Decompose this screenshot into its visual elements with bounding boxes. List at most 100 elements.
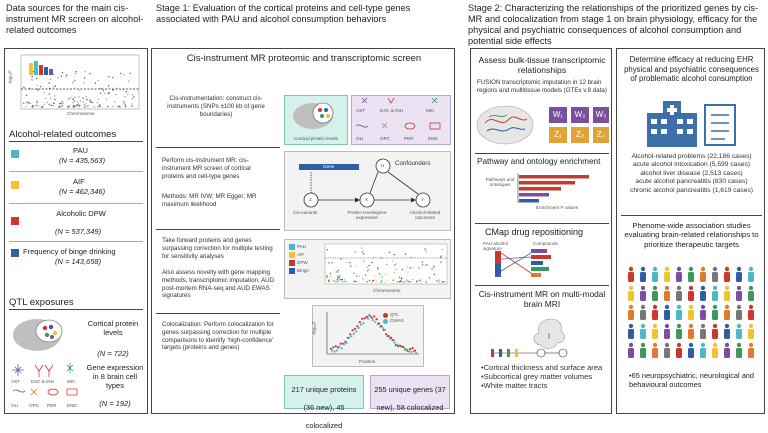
manhattan-point [53,102,56,105]
manhattan-point [122,88,125,91]
mri-bullet-3: White matter tracts [481,381,609,390]
legend-aif-swatch [289,252,295,258]
sensitivity-point [426,264,428,266]
coloc-qtl-label: QTL [390,312,399,317]
manhattan-point [74,96,76,98]
sensitivity-point [361,277,364,280]
node-u [375,158,391,174]
person-icon [640,323,646,339]
result-proteins: 217 unique proteins (36 new), 45 colocal… [284,375,364,430]
coloc-point [392,339,395,342]
plot-legend: PAU AIF DPW Binge [289,244,309,274]
sensitivity-point [416,280,418,282]
magnifier-lens [312,102,334,124]
person-icon [628,285,634,301]
legend-binge: Binge [289,268,309,274]
manhattan-point [60,106,62,108]
coloc-point [385,333,388,336]
manhattan-point [61,104,63,107]
manhattan-point [94,82,97,84]
manhattan-point [53,86,55,88]
sensitivity-point [368,264,370,267]
sensitivity-point [421,261,424,263]
manhattan-point [86,98,88,101]
sensitivity-point [353,272,355,274]
celltype-exc-inh: EXC & INH [31,379,54,384]
outcome-pau-n: (N = 435,563) [59,156,106,165]
manhattan-point [54,85,57,87]
manhattan-plot [20,54,140,110]
manhattan-point [75,105,77,108]
coloc-point [407,350,411,353]
edge-u-y [387,171,419,195]
manhattan-point [48,87,51,90]
sensitivity-point [441,281,444,283]
sensitivity-point [396,281,398,283]
person-icon [700,266,706,282]
person-icon [700,304,706,320]
coloc-point [411,347,414,350]
sensitivity-point [337,269,339,272]
pathway-title: Pathway and ontology enrichment [477,157,601,166]
coloc-point [329,347,333,350]
coloc-point [395,343,399,346]
legend-binge-label: Binge [297,268,309,273]
manhattan-point [25,105,27,108]
manhattan-point [23,86,25,89]
person-icon [736,266,742,282]
sensitivity-point [335,271,337,273]
manhattan-point [75,71,77,73]
pau-swatch [11,150,19,158]
person-icon [664,304,670,320]
astrocyte-icon [12,364,24,376]
outcomes-title: Alcohol-related outcomes [9,129,117,140]
dag-gene: Gene [323,164,335,169]
manhattan-point [105,98,108,101]
manhattan-point [123,101,125,103]
screen-title: Cis-instrument MR proteomic and transcri… [186,53,422,64]
sensitivity-point [425,247,427,250]
manhattan-point [112,76,114,79]
person-icon [712,266,718,282]
sensitivity-point [368,268,370,271]
col2-celltype-opc: OPC [380,136,390,141]
col2-celltype-mic: MIC [426,108,435,113]
sensitivity-point [346,261,348,263]
person-icon [664,285,670,301]
weights-grid: W₁ W₂ W₃ Z₁ Z₂ Z₃ [539,107,609,147]
brain-protein-icon [13,319,63,351]
coloc-point [415,352,418,355]
coloc-point [331,349,334,352]
person-icon [736,285,742,301]
sensitivity-point [398,281,400,283]
coloc-point [347,336,351,339]
protein-dot [326,114,330,118]
person-icon [676,304,682,320]
manhattan-point [52,73,55,76]
coloc-point [359,323,363,326]
sensitivity-point [384,281,386,283]
celltype-oli: OLI [11,403,19,408]
manhattan-point [133,96,135,98]
manhattan-point [76,104,78,107]
manhattan-point [104,92,106,95]
cmap-right: Compounds [533,241,558,246]
sensitivity-point [392,279,394,281]
coloc-point [349,333,352,336]
legend-aif: AIF [289,252,309,258]
manhattan-point [85,106,87,108]
person-icon [688,323,694,339]
person-icon [628,323,634,339]
sensitivity-point [367,266,369,269]
snp [515,349,518,357]
coloc-point [343,342,346,346]
mri-bullets: Cortical thickness and surface area Subc… [481,363,609,390]
sensitivity-point [350,265,352,267]
cortical-box-label: Cortical protein levels [294,136,338,141]
result-proteins-text: 217 unique proteins (36 new), 45 colocal… [291,385,357,430]
cmap-link [500,252,532,272]
manhattan-point [70,96,72,98]
manhattan-point [84,103,87,105]
astrocyte-icon [361,97,368,104]
condition-5: chronic alcohol pancreatitis (1,619 case… [629,186,754,194]
